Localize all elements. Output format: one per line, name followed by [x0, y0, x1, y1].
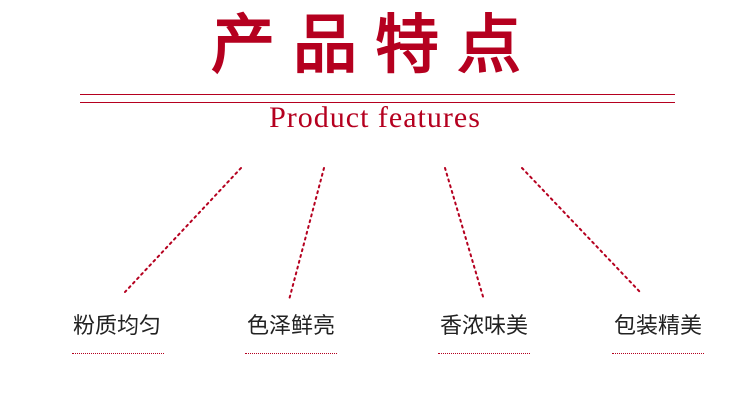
connector-line-1: [124, 167, 242, 293]
feature-label-3: 香浓味美: [439, 314, 528, 339]
feature-underline-4: [612, 353, 704, 354]
title-divider-top: [80, 94, 675, 95]
connector-line-4: [521, 167, 641, 293]
feature-underline-3: [438, 353, 530, 354]
feature-label-1: 粉质均匀: [72, 314, 161, 339]
page-title: 产品特点: [211, 8, 539, 83]
feature-underline-1: [72, 353, 164, 354]
feature-label-2: 色泽鲜亮: [246, 314, 335, 339]
title-divider-bottom: [80, 102, 675, 103]
connector-line-3: [444, 167, 485, 301]
feature-underline-2: [245, 353, 337, 354]
connector-line-2: [288, 167, 325, 301]
page-subtitle: Product features: [269, 101, 481, 134]
feature-label-4: 包装精美: [613, 314, 702, 339]
